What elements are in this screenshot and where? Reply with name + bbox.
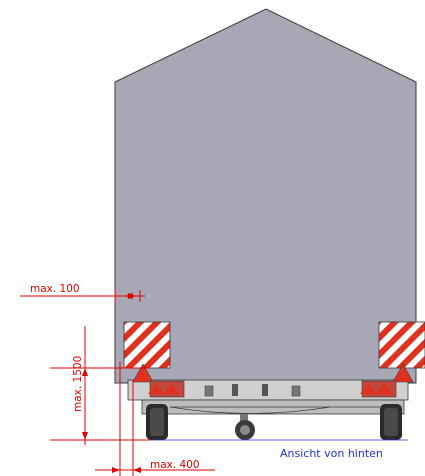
dimension-side-overhang xyxy=(95,362,215,476)
tail-light-left xyxy=(132,363,185,398)
warning-plate-right xyxy=(378,321,425,369)
dimension-top-overhang-label: max. 100 xyxy=(30,283,80,295)
trailer-body xyxy=(114,8,417,384)
dimension-side-overhang-label: max. 400 xyxy=(150,459,200,471)
wheel-left xyxy=(146,404,168,440)
tail-light-right xyxy=(360,363,414,398)
dimension-top-overhang xyxy=(20,290,145,302)
warning-plate-left xyxy=(123,321,171,369)
jockey-wheel xyxy=(235,414,255,440)
wheel-right xyxy=(380,404,402,440)
chassis xyxy=(127,379,409,415)
view-label: Ansicht von hinten xyxy=(280,447,383,460)
dimension-height-label: max. 1500 xyxy=(72,356,84,412)
